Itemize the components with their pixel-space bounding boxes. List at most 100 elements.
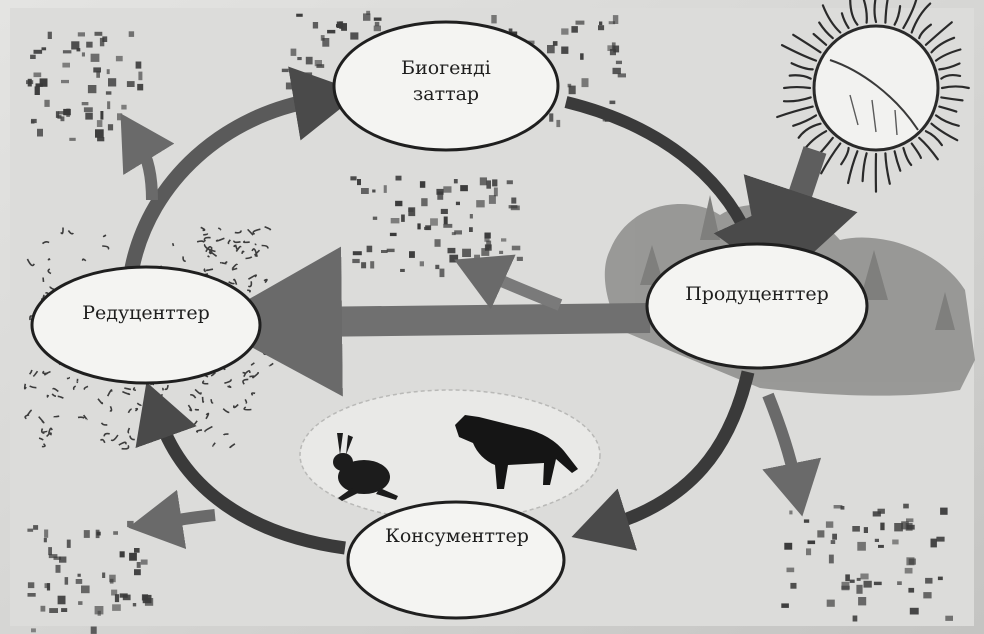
nutrient-particle bbox=[49, 608, 58, 613]
nutrient-particle bbox=[580, 53, 584, 60]
nutrient-particle bbox=[327, 30, 335, 34]
nutrient-particle bbox=[86, 42, 92, 48]
nutrient-particle bbox=[873, 511, 881, 516]
nutrient-particle bbox=[618, 73, 626, 77]
nutrient-particle bbox=[44, 100, 49, 107]
nutrient-particle bbox=[494, 188, 498, 197]
nutrient-particle bbox=[78, 601, 82, 605]
nutrient-particle bbox=[26, 80, 33, 84]
nutrient-particle bbox=[435, 239, 441, 247]
nutrient-particle bbox=[315, 60, 322, 66]
nutrient-particle bbox=[448, 248, 456, 253]
nutrient-particle bbox=[112, 604, 121, 611]
nutrient-particle bbox=[129, 31, 134, 37]
nutrient-particle bbox=[372, 190, 375, 193]
nutrient-particle bbox=[511, 198, 516, 204]
nutrient-particle bbox=[137, 84, 143, 91]
nutrient-particle bbox=[91, 54, 100, 62]
nutrient-particle bbox=[834, 505, 843, 509]
nutrient-particle bbox=[367, 246, 373, 253]
nutrient-particle bbox=[318, 84, 324, 91]
node-biogenic-label: Биогенді заттар bbox=[376, 56, 516, 107]
nutrient-particle bbox=[357, 179, 361, 185]
nutrient-particle bbox=[66, 109, 70, 117]
nutrient-particle bbox=[88, 85, 97, 93]
nutrient-particle bbox=[908, 588, 914, 593]
nutrient-particle bbox=[556, 120, 560, 127]
nutrient-particle bbox=[381, 250, 388, 253]
nutrient-particle bbox=[420, 181, 425, 188]
nutrient-particle bbox=[613, 15, 618, 24]
nutrient-particle bbox=[37, 129, 43, 137]
nutrient-particle bbox=[97, 120, 103, 127]
nutrient-particle bbox=[96, 71, 100, 78]
nutrient-particle bbox=[95, 129, 104, 137]
nutrient-particle bbox=[940, 508, 948, 515]
nutrient-particle bbox=[138, 72, 142, 81]
nutrient-particle bbox=[100, 111, 103, 120]
nutrient-particle bbox=[395, 201, 402, 206]
scribble-mark bbox=[104, 235, 106, 236]
nutrient-particle bbox=[613, 68, 621, 74]
nutrient-particle bbox=[826, 521, 833, 527]
nutrient-particle bbox=[841, 586, 850, 590]
nutrient-particle bbox=[120, 551, 125, 557]
scribble-mark bbox=[228, 386, 231, 387]
nutrient-particle bbox=[897, 581, 902, 585]
nutrient-particle bbox=[306, 57, 313, 65]
node-consumers-label: Консументтер bbox=[372, 524, 542, 550]
nutrient-particle bbox=[84, 530, 90, 538]
node-biogenic-line-1: Биогенді bbox=[376, 56, 516, 82]
nutrient-particle bbox=[499, 251, 503, 254]
nutrient-particle bbox=[906, 523, 913, 531]
nutrient-particle bbox=[443, 186, 451, 192]
nutrient-particle bbox=[507, 180, 513, 184]
nutrient-particle bbox=[903, 504, 909, 509]
node-producers-line-1: Продуценттер bbox=[672, 282, 842, 308]
nutrient-particle bbox=[48, 547, 52, 555]
nutrient-particle bbox=[113, 531, 118, 535]
nutrient-particle bbox=[117, 113, 122, 120]
nutrient-particle bbox=[449, 255, 458, 263]
nutrient-particle bbox=[95, 606, 104, 614]
nutrient-particle bbox=[97, 532, 101, 536]
nutrient-particle bbox=[136, 62, 142, 69]
nutrient-particle bbox=[102, 36, 107, 42]
nutrient-particle bbox=[97, 137, 104, 141]
nutrient-particle bbox=[568, 84, 572, 88]
node-consumers-ellipse bbox=[348, 502, 564, 618]
nutrient-particle bbox=[134, 548, 140, 553]
node-consumers-line-1: Консументтер bbox=[372, 524, 542, 550]
nutrient-particle bbox=[571, 26, 578, 33]
nutrient-particle bbox=[561, 47, 568, 54]
nutrient-particle bbox=[827, 600, 835, 607]
nutrient-particle bbox=[501, 238, 506, 241]
nutrient-particle bbox=[784, 543, 792, 550]
nutrient-particle bbox=[909, 559, 916, 565]
nutrient-particle bbox=[576, 21, 585, 25]
nutrient-particle bbox=[789, 511, 792, 515]
arrow-consumers-spur bbox=[165, 515, 215, 522]
nutrient-particle bbox=[133, 131, 141, 135]
nutrient-particle bbox=[476, 200, 485, 207]
nutrient-particle bbox=[95, 32, 103, 36]
nutrient-particle bbox=[361, 262, 366, 268]
nutrient-particle bbox=[486, 241, 491, 249]
scribble-mark bbox=[43, 431, 48, 432]
nutrient-particle bbox=[361, 188, 369, 194]
nutrient-particle bbox=[106, 91, 112, 94]
scribble-mark bbox=[47, 395, 48, 397]
node-reducers-label: Редуценттер bbox=[64, 301, 228, 327]
nutrient-particle bbox=[41, 606, 46, 612]
scribble-mark bbox=[234, 246, 235, 247]
nutrient-particle bbox=[616, 61, 622, 64]
nutrient-particle bbox=[134, 569, 141, 575]
nutrient-particle bbox=[474, 255, 480, 259]
nutrient-particle bbox=[607, 45, 614, 51]
nutrient-particle bbox=[437, 192, 443, 200]
nutrient-particle bbox=[923, 592, 931, 598]
nutrient-particle bbox=[111, 590, 117, 596]
nutrient-particle bbox=[444, 217, 448, 225]
nutrient-particle bbox=[441, 209, 448, 214]
nutrient-particle bbox=[832, 534, 837, 540]
